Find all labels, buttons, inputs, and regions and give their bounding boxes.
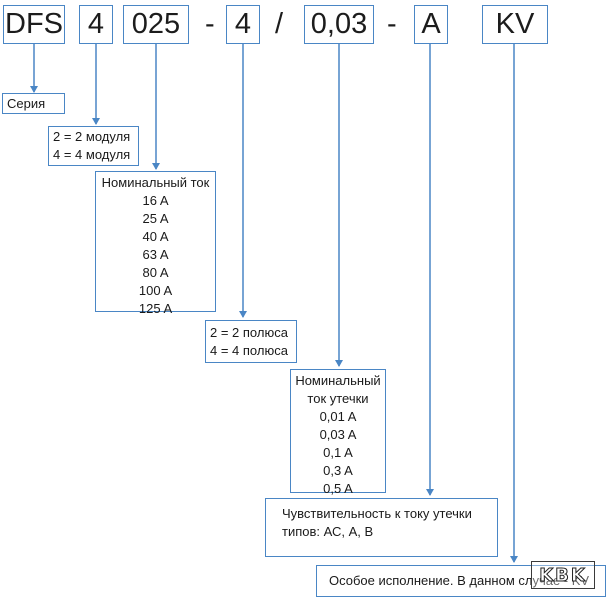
current-value: 80 A bbox=[142, 265, 169, 280]
special-box: Особое исполнение. В данном случае - KV bbox=[316, 565, 606, 597]
current-box: Номинальный ток 16 A 25 A 40 A 63 A 80 A… bbox=[95, 171, 216, 316]
leakage-value: 0,03 A bbox=[319, 427, 357, 442]
modules-option-4: 4 = 4 модуля bbox=[53, 147, 131, 162]
leakage-title-line: Номинальный bbox=[295, 373, 381, 388]
poles-option-4: 4 = 4 полюса bbox=[210, 343, 288, 358]
modules-box: 2 = 2 модуля 4 = 4 модуля bbox=[48, 126, 139, 166]
leakage-title-line: ток утечки bbox=[307, 391, 369, 406]
current-value: 100 A bbox=[138, 283, 173, 298]
leakage-value: 0,5 A bbox=[323, 481, 353, 496]
kbk-watermark-logo: KBK bbox=[531, 561, 595, 589]
leakage-box: Номинальный ток утечки 0,01 A 0,03 A 0,1… bbox=[290, 369, 386, 496]
leakage-value: 0,3 A bbox=[323, 463, 353, 478]
code-poles: 4 bbox=[226, 5, 260, 44]
current-value: 125 A bbox=[138, 301, 173, 316]
leakage-value: 0,1 A bbox=[323, 445, 353, 460]
special-text: Особое исполнение. В данном случае - KV bbox=[329, 573, 590, 588]
code-type: A bbox=[414, 5, 448, 44]
modules-option-2: 2 = 2 модуля bbox=[53, 129, 131, 144]
series-box: Серия bbox=[2, 93, 65, 114]
code-separator-dash-1: - bbox=[205, 8, 215, 40]
sensitivity-line-2: типов: АС, А, В bbox=[282, 524, 374, 539]
code-current: 025 bbox=[123, 5, 189, 44]
poles-box: 2 = 2 полюса 4 = 4 полюса bbox=[205, 320, 297, 363]
current-value: 25 A bbox=[142, 211, 169, 226]
code-leakage: 0,03 bbox=[304, 5, 374, 44]
code-modules: 4 bbox=[79, 5, 113, 44]
poles-option-2: 2 = 2 полюса bbox=[210, 325, 288, 340]
code-separator-dash-2: - bbox=[387, 8, 397, 40]
code-series: DFS bbox=[3, 5, 65, 44]
leakage-value: 0,01 A bbox=[319, 409, 357, 424]
code-special: KV bbox=[482, 5, 548, 44]
current-value: 40 A bbox=[142, 229, 169, 244]
current-value: 16 A bbox=[142, 193, 169, 208]
current-value: 63 A bbox=[142, 247, 169, 262]
current-title: Номинальный ток bbox=[101, 175, 210, 190]
series-label: Серия bbox=[7, 96, 46, 111]
sensitivity-line-1: Чувствительность к току утечки bbox=[282, 506, 472, 521]
code-separator-slash: / bbox=[275, 8, 284, 40]
sensitivity-box: Чувствительность к току утечки типов: АС… bbox=[265, 498, 498, 557]
